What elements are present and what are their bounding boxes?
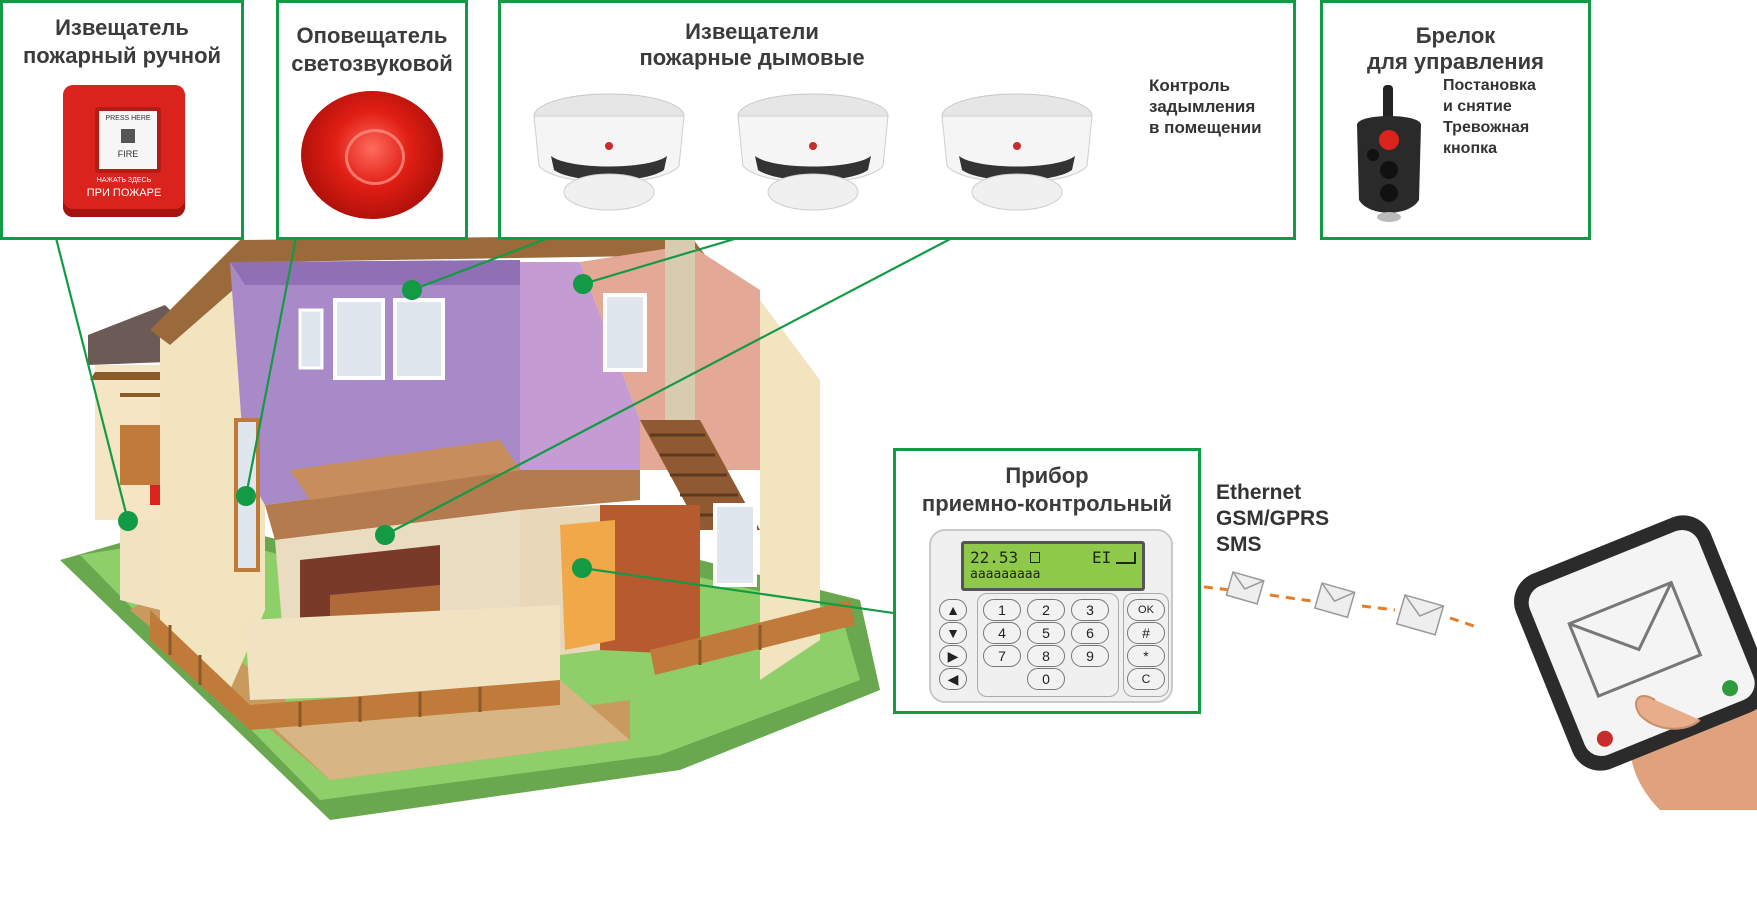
key-star-button[interactable]: * [1127,645,1165,667]
smoke-detector-1-icon [533,93,685,211]
connector-dots [118,274,593,578]
lcd-signal-icon [1116,552,1136,564]
key-7-button[interactable]: 7 [983,645,1021,667]
smoke-note-line3: в помещении [1149,118,1262,137]
key-ok-button[interactable]: OK [1127,599,1165,621]
comm-ethernet-label: Ethernet [1216,481,1302,504]
house-illustration [60,205,880,820]
key-right-button[interactable]: ▶ [939,645,967,667]
smoke-detectors-title-line1: Извещатели [685,19,819,44]
key-2-button[interactable]: 2 [1027,599,1065,621]
signal-path [1187,583,1481,630]
smoke-detectors-title-line2: пожарные дымовые [639,45,865,70]
comm-sms-label: SMS [1216,533,1262,556]
manual-call-point-title-line2: пожарный ручной [22,43,222,68]
control-panel-title-line1: Прибор [1005,463,1089,488]
control-panel-title-line2: приемно-контрольный [921,491,1173,516]
keyfob-note-line2: и снятие [1443,98,1512,115]
comm-gsm-label: GSM/GPRS [1216,507,1330,530]
sounder-device-icon [301,91,443,219]
key-c-button[interactable]: C [1127,668,1165,690]
sounder-box: Оповещатель светозвуковой [276,0,468,240]
key-0-button[interactable]: 0 [1027,668,1065,690]
manual-call-point-box: Извещатель пожарный ручной PRESS HERE FI… [0,0,244,240]
key-4-button[interactable]: 4 [983,622,1021,644]
key-up-button[interactable]: ▲ [939,599,967,621]
manual-call-point-title-line1: Извещатель [55,15,189,40]
key-left-button[interactable]: ◀ [939,668,967,690]
smoke-detector-2-icon [737,93,889,211]
manual-call-point-small-label: НАЖАТЬ ЗДЕСЬ [96,177,152,184]
manual-call-point-device: PRESS HERE FIRE НАЖАТЬ ЗДЕСЬ ПРИ ПОЖАРЕ [63,85,185,217]
manual-call-point-press-label: PRESS HERE [105,115,151,122]
envelope-icons [1225,571,1445,636]
keyfob-box: Брелок для управления Постановка и сняти… [1320,0,1591,240]
key-6-button[interactable]: 6 [1071,622,1109,644]
keyfob-title-line2: для управления [1367,49,1544,74]
smoke-detectors-box: Извещатели пожарные дымовые Контроль зад… [498,0,1296,240]
keyfob-title-line1: Брелок [1415,23,1496,48]
key-down-button[interactable]: ▼ [939,622,967,644]
control-panel-box: Прибор приемно-контрольный 22.53 EI аааа… [893,448,1201,714]
key-1-button[interactable]: 1 [983,599,1021,621]
keypad-device: 22.53 EI ааааааааа ▲ ▼ ▶ ◀ 1 2 3 4 5 6 7… [929,529,1173,703]
smoke-detector-3-icon [941,93,1093,211]
manual-call-point-bottom-label: ПРИ ПОЖАРЕ [86,187,162,199]
smartphone-illustration [1514,515,1757,810]
lcd-line1-right: EI [1092,548,1112,567]
keyfob-note-line1: Постановка [1443,77,1536,94]
sounder-title-line2: светозвуковой [291,51,453,76]
numeric-key-area [977,593,1119,697]
sounder-title-line1: Оповещатель [296,23,448,48]
key-5-button[interactable]: 5 [1027,622,1065,644]
lcd-display: 22.53 EI ааааааааа [961,541,1145,591]
keyfob-note-line3: Тревожная [1443,119,1530,136]
manual-call-point-window [121,129,135,143]
manual-call-point-fire-label: FIRE [117,149,139,159]
function-key-area [1123,593,1169,697]
lcd-line2: ааааааааа [970,567,1041,582]
key-hash-button[interactable]: # [1127,622,1165,644]
smoke-note-line1: Контроль [1149,76,1230,95]
key-3-button[interactable]: 3 [1071,599,1109,621]
keyfob-device-icon [1357,85,1421,222]
key-8-button[interactable]: 8 [1027,645,1065,667]
lcd-line1-left: 22.53 [970,548,1019,567]
key-9-button[interactable]: 9 [1071,645,1109,667]
keyfob-note-line4: кнопка [1443,140,1498,157]
smoke-note-line2: задымления [1149,97,1256,116]
lcd-lock-icon [1030,552,1040,563]
